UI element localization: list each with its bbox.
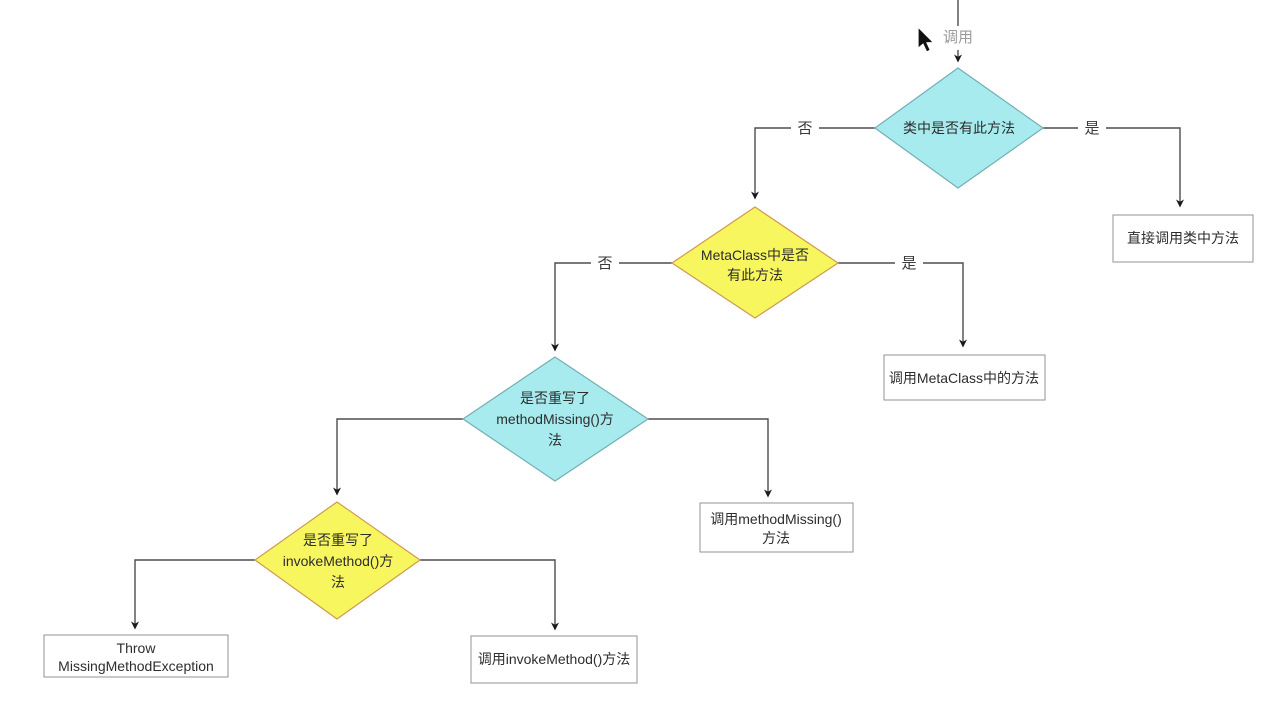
process-call-method-missing-label: 调用methodMissing() [710, 511, 841, 527]
decision-metaclass-has-method-label: 有此方法 [727, 267, 783, 283]
process-throw-exception-label: MissingMethodException [58, 658, 214, 674]
decision-method-missing-overridden-label: 是否重写了 [520, 390, 590, 406]
edge-label-yes-1: 是 [1084, 120, 1099, 137]
decision-class-has-method [873, 67, 1045, 189]
edge-label-no-1: 否 [797, 120, 812, 137]
decision-invoke-method-overridden-label: 法 [331, 574, 345, 590]
edge-invoke-method-no [131, 559, 255, 630]
edge-invoke-method-yes [420, 559, 559, 631]
edge-metaclass-has-method-yes [838, 262, 967, 348]
edge-label-yes-2: 是 [901, 255, 916, 272]
edge-label-no-2: 否 [597, 255, 612, 272]
mouse-cursor [917, 25, 936, 53]
process-call-method-missing [699, 502, 854, 553]
decision-invoke-method-overridden [253, 501, 422, 620]
process-throw-exception [43, 634, 229, 678]
decision-metaclass-has-method [670, 206, 840, 319]
edge-metaclass-has-method-no [551, 262, 672, 352]
decision-class-has-method-label: 类中是否有此方法 [903, 120, 1015, 136]
process-call-metaclass-method-label: 调用MetaClass中的方法 [889, 370, 1039, 386]
process-call-invoke-method [470, 635, 638, 684]
edge-label-bg [1078, 117, 1106, 139]
decision-method-missing-overridden-label: methodMissing()方 [496, 411, 613, 427]
edge-class-has-method-yes [1043, 127, 1184, 208]
decision-method-missing-overridden-label: 法 [548, 432, 562, 448]
process-call-class-method-label: 直接调用类中方法 [1127, 230, 1239, 246]
decision-invoke-method-overridden-label: 是否重写了 [303, 532, 373, 548]
decision-invoke-method-overridden-label: invokeMethod()方 [283, 553, 394, 569]
process-nodes: 直接调用类中方法 调用MetaClass中的方法 调用methodMissing… [43, 214, 1254, 684]
entry-label: 调用 [943, 29, 973, 46]
process-call-invoke-method-label: 调用invokeMethod()方法 [478, 651, 631, 667]
edge-label-bg [895, 252, 923, 274]
process-throw-exception-label: Throw [117, 640, 157, 656]
decision-method-missing-overridden [461, 356, 650, 482]
edge-method-missing-no [333, 418, 463, 496]
decision-nodes: 类中是否有此方法 MetaClass中是否 有此方法 是否重写了 methodM… [253, 67, 1045, 620]
edge-label-bg [591, 252, 619, 274]
edge-label-bg [791, 117, 819, 139]
edge-class-has-method-no [751, 127, 875, 200]
process-call-method-missing-label: 方法 [762, 530, 790, 546]
process-call-metaclass-method [883, 354, 1046, 401]
decision-metaclass-has-method-label: MetaClass中是否 [701, 247, 809, 263]
edge-labels: 否 是 否 是 [591, 117, 1106, 274]
edge-method-missing-yes [648, 418, 772, 498]
process-call-class-method [1112, 214, 1254, 263]
